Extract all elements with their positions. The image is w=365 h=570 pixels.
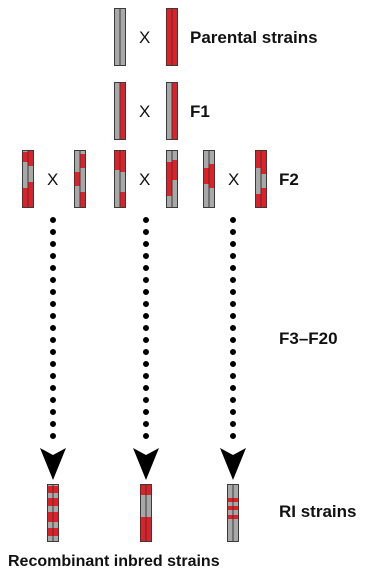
cross-symbol-f2-left: X — [47, 170, 59, 189]
parental-strains-label: Parental strains — [190, 28, 318, 47]
diagram-caption: Recombinant inbred strains — [8, 553, 220, 570]
f2-chromosome-pair-2 — [74, 150, 86, 208]
parental-red-chromosome-pair — [166, 8, 178, 66]
ri-strain-chromosome-pair-2 — [140, 484, 152, 542]
cross-symbol-f2-right: X — [228, 170, 240, 189]
cross-symbol-f2-middle: X — [139, 170, 151, 189]
ri-strains-label: RI strains — [279, 502, 357, 521]
f2-chromosome-pair-1 — [22, 150, 34, 208]
cross-symbol-parental: X — [139, 28, 151, 47]
arrowhead-left — [40, 448, 66, 480]
ri-strain-chromosome-pair-3 — [227, 484, 239, 542]
arrowhead-right — [220, 448, 246, 480]
f2-chromosome-pair-5 — [203, 150, 215, 208]
ri-strain-chromosome-pair-1 — [47, 484, 59, 542]
f2-label: F2 — [279, 170, 299, 189]
f1-chromosome-pair-right — [166, 82, 178, 140]
f2-chromosome-pair-6 — [255, 150, 267, 208]
f1-chromosome-pair-left — [114, 82, 126, 140]
cross-symbol-f1: X — [139, 102, 151, 121]
f2-chromosome-pair-3 — [114, 150, 126, 208]
f3-f20-label: F3–F20 — [279, 329, 338, 348]
arrowhead-middle — [133, 448, 159, 480]
f2-chromosome-pair-4 — [166, 150, 178, 208]
f1-label: F1 — [190, 102, 210, 121]
parental-gray-chromosome-pair — [114, 8, 126, 66]
